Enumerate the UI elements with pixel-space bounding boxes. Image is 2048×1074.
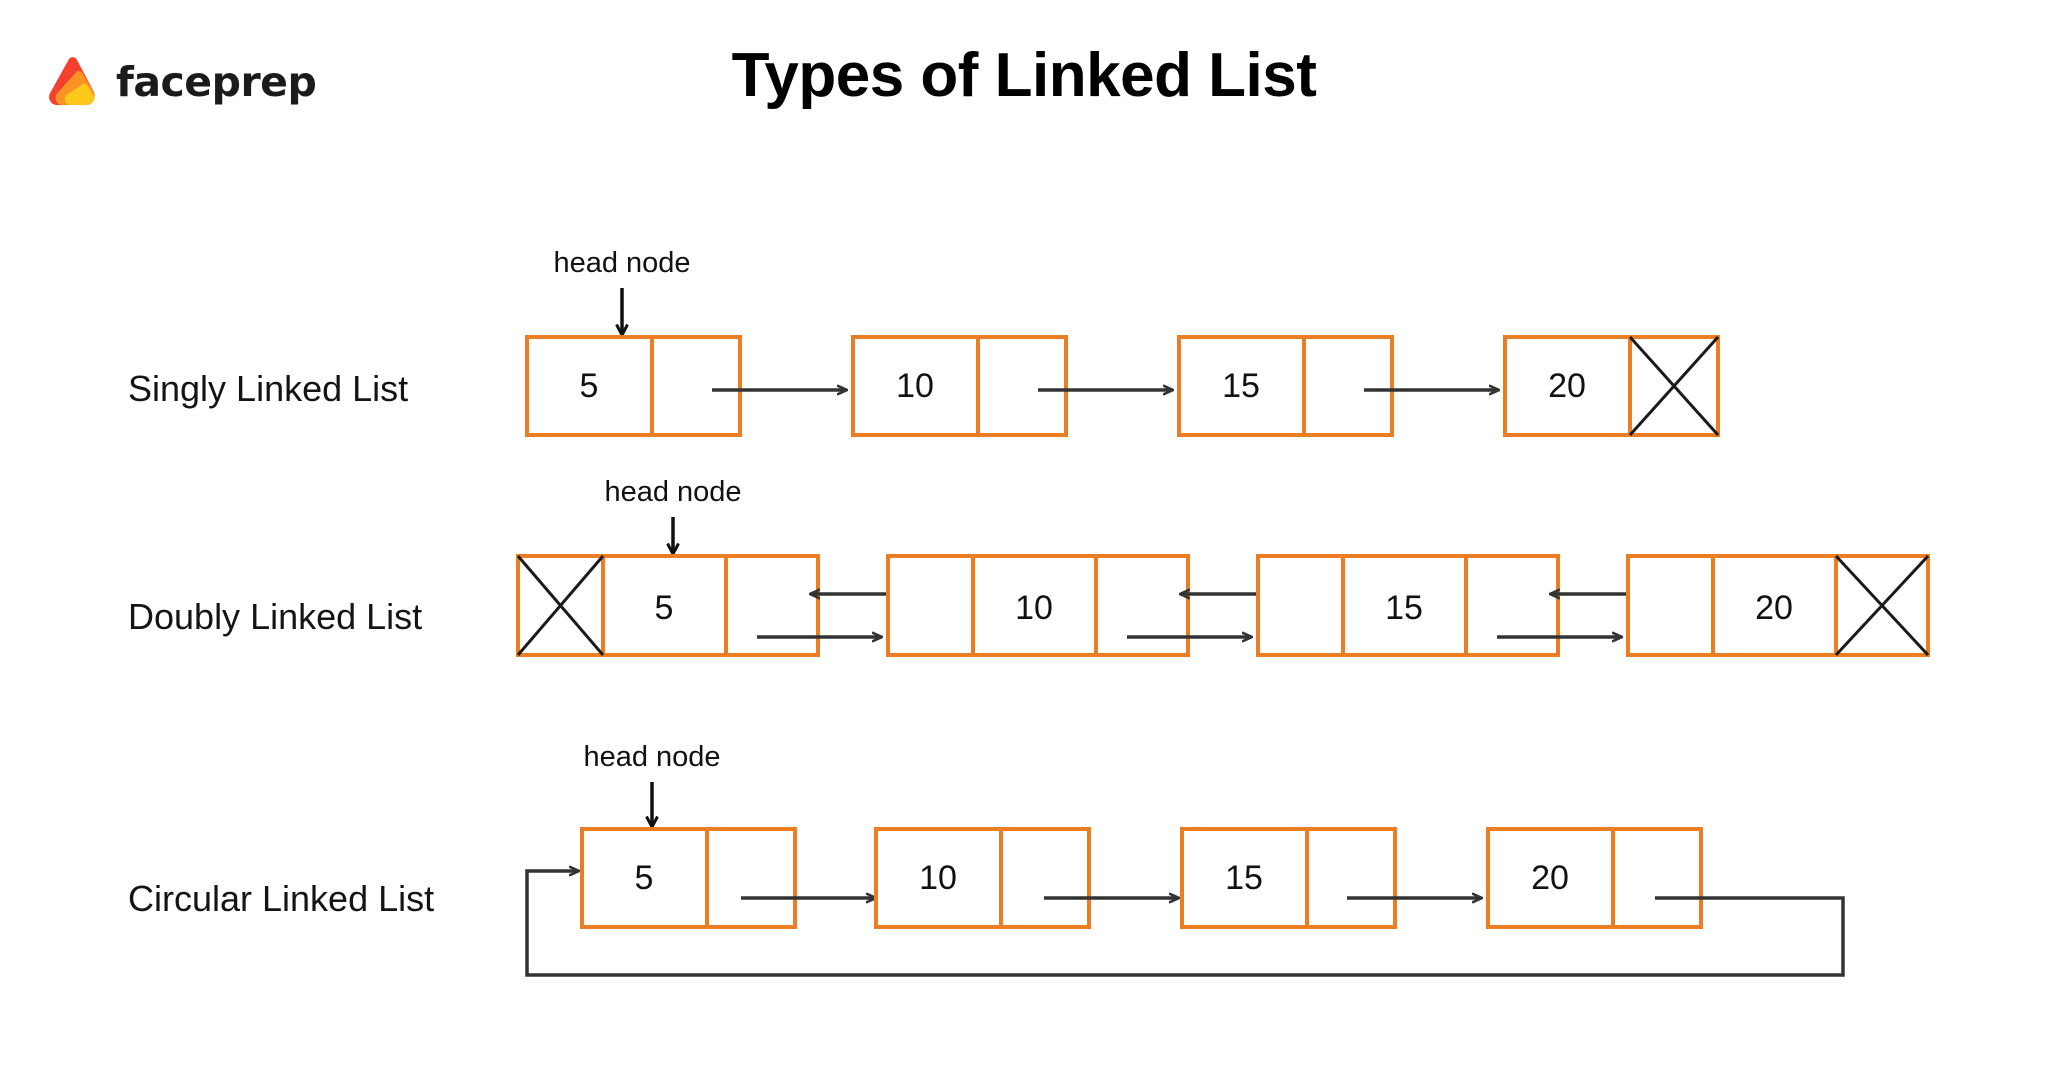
doubly-head-null-marker-icon [516,555,605,656]
doubly-node-0-next-cell [724,554,820,657]
page-title: Types of Linked List [731,41,1317,110]
doubly-node-3-data-cell [1711,554,1838,657]
doubly-linked-list-group: head node 5 10 [516,476,1930,657]
circular-node-1-data-cell [874,827,1003,929]
singly-node-1: 10 [851,335,1068,437]
doubly-node-0-data-cell [601,554,728,657]
doubly-node-1: 10 [886,554,1190,657]
faceprep-triangle-logo-icon [49,57,95,105]
head-node-label-singly: head node [553,247,690,279]
doubly-node-1-value: 10 [1015,589,1053,627]
doubly-node-2-next-cell [1464,554,1560,657]
singly-node-3-data-cell [1503,335,1632,437]
singly-node-3-value: 20 [1548,367,1586,405]
circular-node-3-data-cell [1486,827,1615,929]
head-pointer-circular: head node [583,741,721,826]
doubly-node-2-value: 15 [1385,589,1423,627]
circular-node-0: 5 [580,827,797,929]
singly-node-1-value: 10 [896,367,934,405]
circular-node-3-next-cell [1611,827,1703,929]
singly-node-1-next-cell [976,335,1068,437]
row-label-doubly: Doubly Linked List [128,596,423,637]
singly-node-0-value: 5 [580,367,599,405]
singly-node-2: 15 [1177,335,1394,437]
row-label-circular: Circular Linked List [128,878,435,919]
singly-node-0-next-cell [650,335,742,437]
singly-null-marker-icon [1628,335,1720,437]
circular-node-3: 20 [1486,827,1703,929]
singly-node-3: 20 [1503,335,1720,437]
brand-logo: faceprep [42,52,317,112]
singly-node-0: 5 [525,335,742,437]
circular-node-3-value: 20 [1531,859,1569,897]
doubly-node-2-data-cell [1341,554,1468,657]
circular-node-0-data-cell [580,827,709,929]
singly-node-2-next-cell [1302,335,1394,437]
head-node-label-circular: head node [583,741,720,773]
doubly-node-0: 5 [516,554,820,657]
doubly-node-2-prev-cell [1256,554,1345,657]
circular-node-2-next-cell [1305,827,1397,929]
circular-node-1: 10 [874,827,1091,929]
singly-node-2-data-cell [1177,335,1306,437]
head-node-label-doubly: head node [604,476,741,508]
circular-node-1-value: 10 [919,859,957,897]
doubly-node-1-prev-cell [886,554,975,657]
circular-wrap-around-link [525,871,1845,977]
doubly-node-1-next-cell [1094,554,1190,657]
circular-node-2-value: 15 [1225,859,1263,897]
doubly-node-2: 15 [1256,554,1560,657]
singly-node-2-value: 15 [1222,367,1260,405]
head-pointer-singly: head node [553,247,691,334]
doubly-node-0-value: 5 [655,589,674,627]
singly-linked-list-group: head node 5 10 15 [525,247,1720,437]
brand-name: faceprep [116,57,317,106]
circular-node-0-next-cell [705,827,797,929]
circular-node-1-next-cell [999,827,1091,929]
row-label-singly: Singly Linked List [128,368,409,409]
head-pointer-doubly: head node [604,476,742,553]
circular-node-0-value: 5 [635,859,654,897]
doubly-node-3-prev-cell [1626,554,1715,657]
circular-node-2-data-cell [1180,827,1309,929]
doubly-node-1-data-cell [971,554,1098,657]
doubly-node-3: 20 [1626,554,1930,657]
circular-node-2: 15 [1180,827,1397,929]
circular-linked-list-group: head node 5 10 15 [525,741,1845,977]
doubly-node-3-value: 20 [1755,589,1793,627]
doubly-tail-null-marker-icon [1834,554,1930,657]
singly-node-1-data-cell [851,335,980,437]
